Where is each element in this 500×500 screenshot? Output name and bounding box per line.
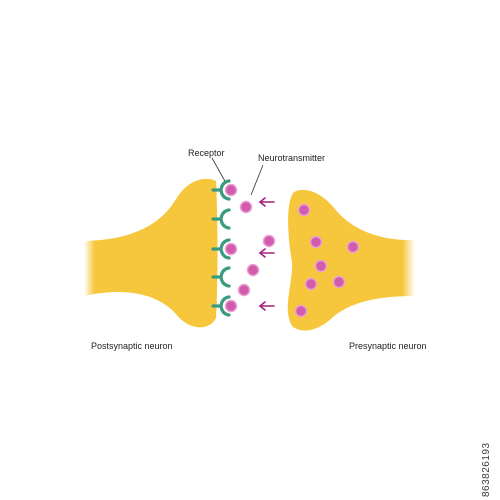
receptor — [211, 266, 231, 288]
bound-neurotransmitter — [224, 299, 238, 313]
presynaptic-vesicles — [294, 203, 360, 318]
arrow-left-icon — [258, 197, 275, 207]
bound-neurotransmitters — [224, 183, 238, 313]
arrow-left-icon — [258, 248, 275, 258]
free-neurotransmitter — [237, 283, 251, 297]
neurotransmitter-pointer-line — [250, 164, 264, 196]
bound-neurotransmitter — [224, 242, 238, 256]
presynaptic-neuron-label: Presynaptic neuron — [349, 341, 427, 351]
receptor — [211, 179, 231, 201]
free-neurotransmitter — [262, 234, 276, 248]
release-arrows — [258, 197, 275, 311]
vesicle — [304, 277, 318, 291]
receptor — [211, 208, 231, 230]
postsynaptic-neuron-label: Postsynaptic neuron — [91, 341, 173, 351]
neurotransmitter-label: Neurotransmitter — [258, 153, 326, 163]
image-id-watermark: 863826193 — [481, 442, 492, 497]
arrow-left-icon — [258, 301, 275, 311]
vesicle — [297, 203, 311, 217]
bound-neurotransmitter — [224, 183, 238, 197]
vesicle — [294, 304, 308, 318]
receptors — [211, 179, 231, 317]
vesicle — [314, 259, 328, 273]
free-neurotransmitter — [239, 200, 253, 214]
postsynaptic-neuron — [84, 178, 218, 328]
free-neurotransmitter — [246, 263, 260, 277]
receptor-pointer-line — [211, 157, 227, 184]
receptor — [211, 238, 231, 260]
receptor-label: Receptor — [188, 148, 225, 158]
receptor — [211, 295, 231, 317]
free-neurotransmitters — [237, 200, 276, 297]
presynaptic-neuron — [287, 189, 415, 331]
vesicle — [332, 275, 346, 289]
vesicle — [309, 235, 323, 249]
vesicle — [346, 240, 360, 254]
